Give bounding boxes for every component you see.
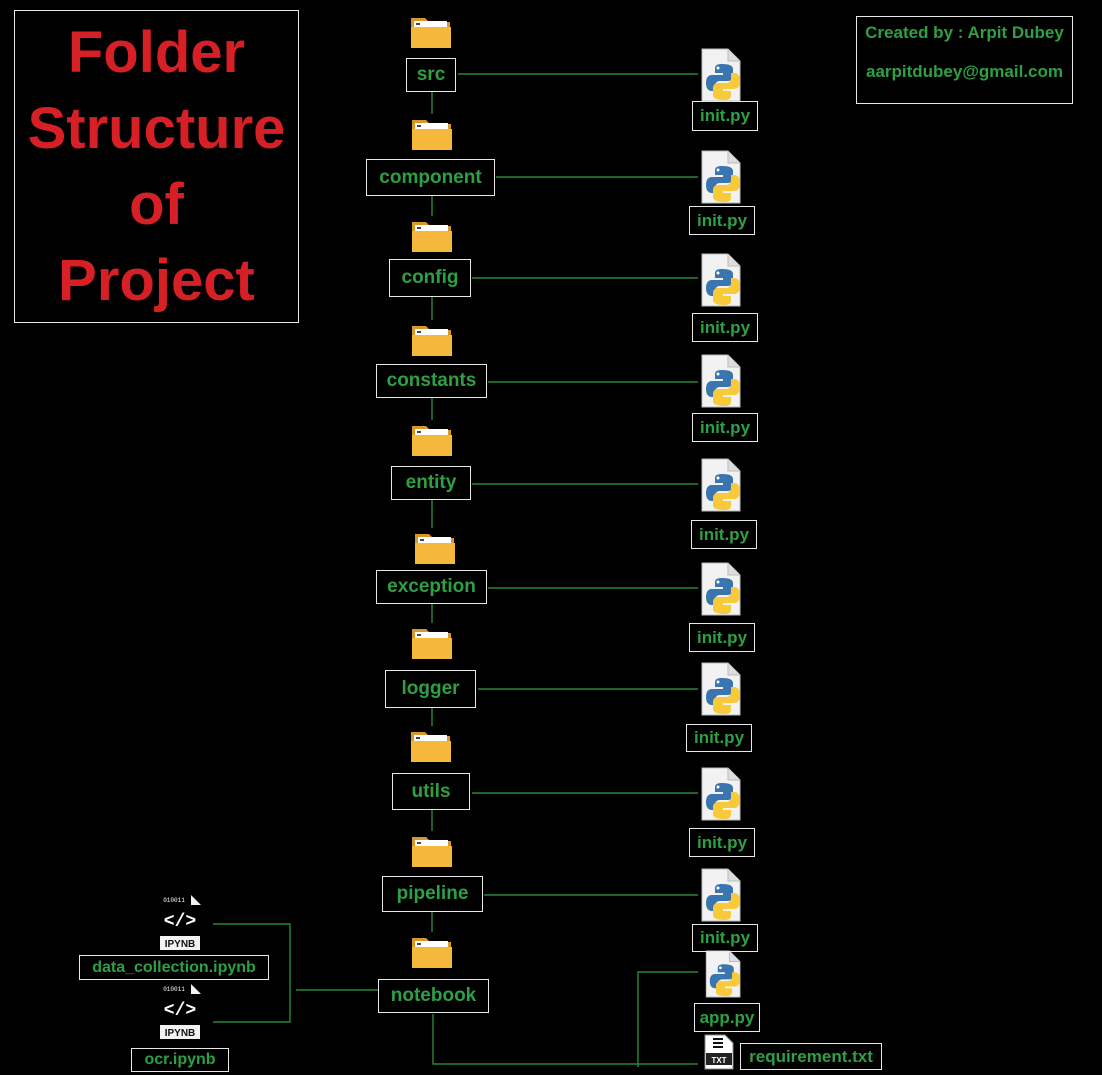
svg-text:</>: </> — [164, 1001, 196, 1021]
python-file-icon — [701, 662, 741, 716]
title-line-4: Project — [58, 247, 255, 313]
folder-label-exception: exception — [376, 570, 487, 604]
ipynb-file-icon: 010011 </> IPYNB — [158, 894, 202, 952]
python-file-icon-app — [705, 950, 741, 998]
folder-label-pipeline: pipeline — [382, 876, 483, 912]
folder-label-notebook: notebook — [378, 979, 489, 1013]
python-file-icon — [701, 354, 741, 408]
txt-file-icon: TXT — [704, 1034, 734, 1070]
init-label-component: init.py — [689, 206, 755, 235]
init-label-src: init.py — [692, 101, 758, 131]
python-file-icon — [701, 48, 741, 102]
folder-label-constants: constants — [376, 364, 487, 398]
folder-icon-entity — [412, 426, 452, 456]
link-root-requirements — [432, 1014, 698, 1065]
python-file-icon — [701, 150, 741, 204]
author-email: aarpitdubey@gmail.com — [865, 62, 1063, 81]
svg-text:010011: 010011 — [163, 986, 185, 993]
svg-text:IPYNB: IPYNB — [165, 1028, 196, 1039]
title-line-1: Folder — [67, 19, 246, 85]
folder-icon-notebook — [412, 938, 452, 968]
init-label-exception: init.py — [689, 623, 755, 652]
folder-label-logger: logger — [385, 670, 476, 708]
folder-label-component: component — [366, 159, 495, 196]
txt-badge: TXT — [711, 1056, 726, 1065]
folder-icon-config — [412, 222, 452, 252]
author-credit: Created by : Arpit Dubey — [865, 23, 1064, 42]
init-label-config: init.py — [692, 313, 758, 342]
svg-text:</>: </> — [164, 912, 196, 932]
requirements-label: requirement.txt — [740, 1043, 882, 1070]
python-file-icon — [701, 868, 741, 922]
folder-label-utils: utils — [392, 773, 470, 810]
title-line-2: Structure — [27, 95, 286, 161]
init-label-pipeline: init.py — [692, 924, 758, 952]
ipynb-file-icon: 010011 </> IPYNB — [158, 983, 202, 1041]
folder-label-src: src — [406, 58, 456, 92]
python-file-icon — [701, 458, 741, 512]
folder-icon-component — [412, 120, 452, 150]
python-file-icon — [701, 253, 741, 307]
folder-icon-exception — [415, 534, 455, 564]
link-ipynb-bracket — [213, 923, 291, 1023]
ipynb-label-data-collection: data_collection.ipynb — [79, 955, 269, 980]
python-file-icon — [701, 767, 741, 821]
folder-label-entity: entity — [391, 466, 471, 500]
folder-icon-src — [411, 18, 451, 48]
app-py-label: app.py — [694, 1003, 760, 1032]
ipynb-label-ocr: ocr.ipynb — [131, 1048, 229, 1072]
init-label-constants: init.py — [692, 413, 758, 442]
folder-icon-constants — [412, 326, 452, 356]
link-root-app — [637, 971, 698, 1067]
credit-box: Created by : Arpit Dubey aarpitdubey@gma… — [856, 16, 1073, 104]
title-box: Folder Structure of Project — [14, 10, 299, 323]
python-file-icon — [701, 562, 741, 616]
init-label-utils: init.py — [689, 828, 755, 857]
init-label-logger: init.py — [686, 724, 752, 752]
title-line-3: of — [129, 171, 184, 237]
folder-icon-pipeline — [412, 837, 452, 867]
svg-text:IPYNB: IPYNB — [165, 939, 196, 950]
folder-icon-logger — [412, 629, 452, 659]
init-label-entity: init.py — [691, 520, 757, 549]
folder-icon-utils — [411, 732, 451, 762]
folder-label-config: config — [389, 259, 471, 297]
svg-text:010011: 010011 — [163, 897, 185, 904]
